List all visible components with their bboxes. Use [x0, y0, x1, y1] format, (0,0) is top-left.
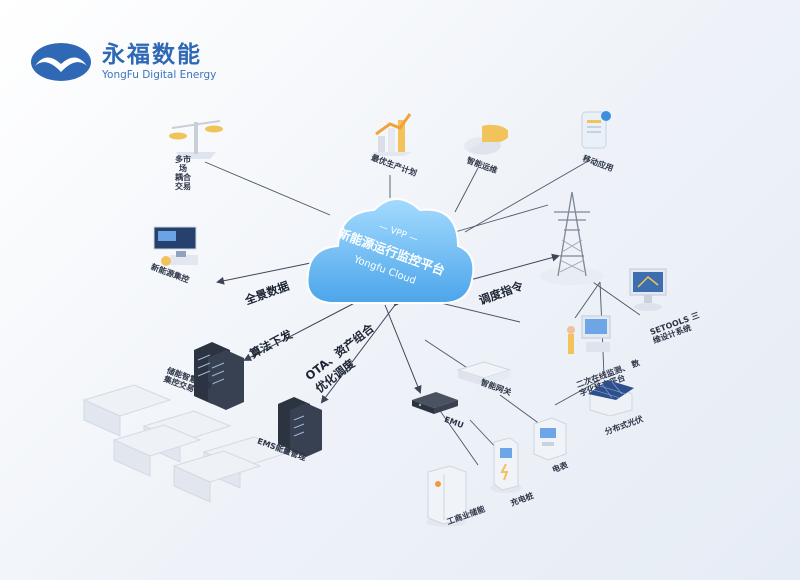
line-monitor: [574, 281, 601, 319]
brand-name-en: YongFu Digital Energy: [102, 69, 217, 81]
vpp-cloud: — VPP — 新能源运行监控平台 Yongfu Cloud: [306, 198, 475, 305]
line-mobile: [464, 159, 591, 233]
line-setools: [589, 279, 641, 316]
monitoring-platform-icon: [567, 315, 611, 354]
arrow-emu: [384, 304, 422, 394]
server-rack-icon: [194, 342, 244, 410]
pie-chart-icon: [464, 124, 508, 155]
scale-icon: [169, 120, 223, 159]
line-market: [204, 161, 331, 216]
arrow-dispatch: [469, 253, 560, 281]
ev-charger-icon: [490, 437, 522, 493]
label-market: 多市场 耦合交易: [175, 155, 191, 191]
brand-logo: 永福数能 YongFu Digital Energy: [30, 42, 216, 82]
bar-chart-icon: [370, 113, 412, 156]
mobile-app-icon: [581, 111, 611, 149]
ems-server-icon: [278, 397, 322, 457]
brand-name-cn: 永福数能: [102, 42, 202, 68]
line-tower: [454, 204, 549, 233]
arrow-ota: [320, 297, 402, 404]
line-industrial: [435, 404, 479, 466]
emu-device-icon: [412, 392, 458, 414]
line-ops: [454, 167, 479, 213]
brand-logo-icon: [31, 43, 91, 81]
line-pv-2: [554, 379, 601, 406]
design-monitor-icon: [629, 268, 667, 311]
battery-storage-array-icon: [82, 384, 292, 503]
gateway-icon: [456, 361, 512, 386]
meter-icon: [533, 417, 567, 461]
control-center-icon: [153, 226, 198, 266]
industrial-storage-icon: [426, 465, 467, 527]
solar-house-icon: [588, 380, 634, 416]
power-tower-icon: [540, 191, 604, 285]
